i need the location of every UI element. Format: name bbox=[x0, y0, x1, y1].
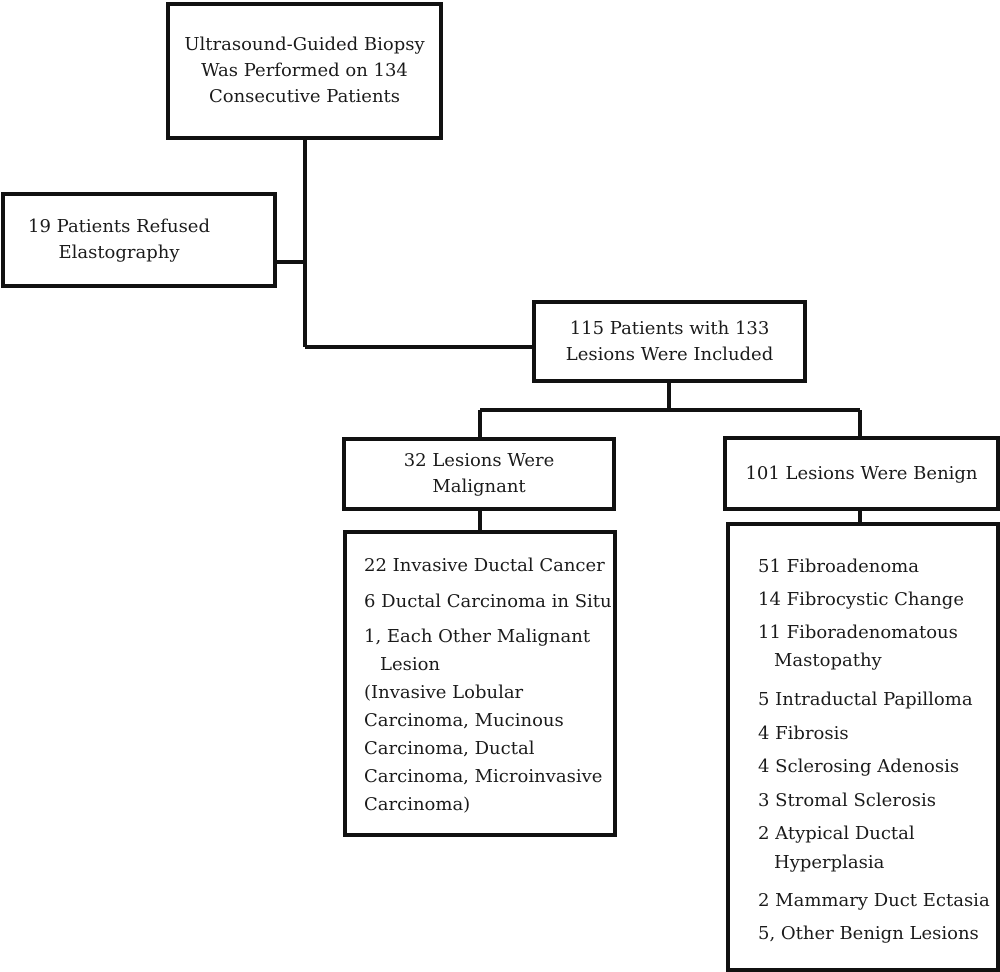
malignant-list-box: 22 Invasive Ductal Cancer 6 Ductal Carci… bbox=[343, 530, 617, 837]
biopsy-line-2: Was Performed on 134 bbox=[201, 60, 408, 81]
benign-list-item: 3 Stromal Sclerosis bbox=[758, 790, 936, 811]
malignant-list-item: 1, Each Other Malignant bbox=[364, 626, 591, 647]
malignant-list-item: Lesion bbox=[380, 654, 441, 675]
biopsy-line-3: Consecutive Patients bbox=[208, 86, 401, 107]
benign-box: 101 Lesions Were Benign bbox=[723, 436, 1000, 511]
benign-list-box: 51 Fibroadenoma 14 Fibrocystic Change 11… bbox=[726, 522, 1000, 972]
benign-list-item: Mastopathy bbox=[774, 650, 882, 671]
malignant-line-1: 32 Lesions Were bbox=[403, 450, 555, 471]
benign-list-item: 2 Mammary Duct Ectasia bbox=[758, 890, 990, 911]
benign-list-item: 5, Other Benign Lesions bbox=[758, 923, 979, 944]
benign-list-item: 2 Atypical Ductal bbox=[758, 823, 915, 844]
refused-box: 19 Patients Refused Elastography bbox=[1, 192, 277, 288]
benign-list-item: 5 Intraductal Papilloma bbox=[758, 689, 973, 710]
included-line-2: Lesions Were Included bbox=[565, 343, 774, 365]
malignant-list-item: (Invasive Lobular bbox=[364, 682, 524, 703]
malignant-list-item: Carcinoma, Microinvasive bbox=[364, 766, 603, 787]
benign-list-item: 4 Fibrosis bbox=[758, 723, 849, 744]
benign-line-1: 101 Lesions Were Benign bbox=[745, 462, 978, 484]
benign-list-item: 4 Sclerosing Adenosis bbox=[758, 756, 960, 777]
biopsy-line-1: Ultrasound-Guided Biopsy bbox=[184, 34, 425, 55]
refused-line-2: Elastography bbox=[58, 242, 180, 263]
malignant-box: 32 Lesions Were Malignant bbox=[342, 437, 616, 511]
biopsy-box: Ultrasound-Guided Biopsy Was Performed o… bbox=[166, 2, 443, 140]
malignant-list-item: Carcinoma, Mucinous bbox=[364, 710, 564, 731]
malignant-list-item: 22 Invasive Ductal Cancer bbox=[364, 555, 605, 576]
benign-list-item: 14 Fibrocystic Change bbox=[758, 589, 964, 610]
malignant-line-2: Malignant bbox=[432, 476, 526, 497]
included-box: 115 Patients with 133 Lesions Were Inclu… bbox=[532, 300, 807, 383]
malignant-list-item: Carcinoma, Ductal bbox=[364, 738, 535, 759]
malignant-list-item: 6 Ductal Carcinoma in Situ bbox=[364, 591, 612, 612]
malignant-list-item: Carcinoma) bbox=[364, 794, 471, 815]
benign-list-item: Hyperplasia bbox=[774, 852, 885, 873]
benign-list-item: 51 Fibroadenoma bbox=[758, 556, 919, 577]
included-line-1: 115 Patients with 133 bbox=[569, 317, 770, 339]
benign-list-item: 11 Fiboradenomatous bbox=[758, 622, 958, 643]
refused-line-1: 19 Patients Refused bbox=[28, 216, 210, 237]
